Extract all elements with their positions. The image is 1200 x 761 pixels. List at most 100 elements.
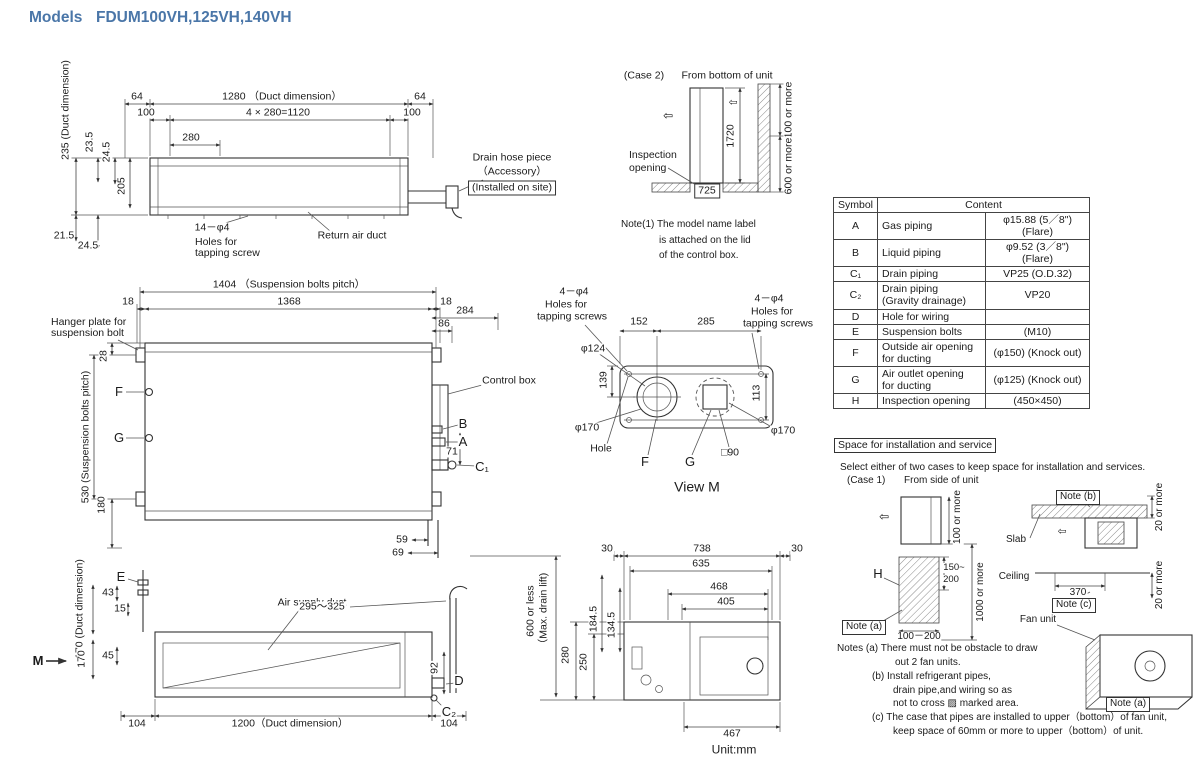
fv-dim-71: 71 [445,445,459,458]
row-d-symbol: D [832,308,879,325]
bv-dim-30-right: 30 [790,542,804,555]
front-view [89,287,499,558]
table-header-row: Symbol Content [832,196,1091,214]
sv-dim-92: 92 [428,661,441,675]
row-e-symbol: E [832,323,879,340]
service-notes-line7: keep space of 60mm or more to upper（bott… [892,726,1145,738]
fv-symbol-g: G [112,430,126,446]
service-dim-1000-or-more: 1000 or more [974,561,987,623]
service-note-a2-tag: Note (a) [1106,697,1151,712]
vm-dim-phi170-right: φ170 [769,424,797,437]
vm-dim-285: 285 [696,315,716,328]
fv-symbol-f: F [114,384,124,400]
service-dim-100-200: 100－200 [896,630,942,643]
case2-dim-600-or-more: 600 or more [782,136,795,196]
page-title-model-numbers: FDUM100VH,125VH,140VH [96,9,292,26]
sv-dim-104-left: 104 [127,717,147,730]
tv-holes-line2: Holes for [194,236,239,249]
row-c1-value: VP25 (O.D.32) [985,266,1091,283]
fv-dim-59: 59 [395,533,409,546]
side-view [46,555,624,721]
vm-holes-right-line3: tapping screws [741,317,815,330]
row-h-desc: Inspection opening [877,392,987,409]
service-notes-line5: not to cross ▨ marked area. [892,698,1020,710]
row-c1-symbol: C₁ [832,266,879,283]
vm-holes-left-dim: 4－φ4 [558,285,590,298]
fv-dim-1368: 1368 [276,295,302,308]
vm-dim-phi124: φ124 [579,342,607,355]
vm-hole-label: Hole [589,442,613,455]
service-notes-line6: (c) The case that pipes are installed to… [871,712,1168,724]
top-view [71,99,484,250]
service-dim-20-or-more-bottom: 20 or more [1153,559,1166,611]
service-section-title: Space for installation and service [834,438,997,454]
case2-view [651,83,785,193]
sv-dim-170-duct: 170 (Duct dimension) [73,558,86,660]
fv-dim-86: 86 [437,317,451,330]
bv-dim-467: 467 [722,727,742,740]
service-slab-label: Slab [1004,533,1028,546]
sv-symbol-e: E [115,569,127,585]
service-notes-line4: drain pipe,and wiring so as [892,685,1013,697]
row-f-symbol: F [832,338,879,367]
row-c2-value: VP20 [985,281,1091,310]
tv-dim-24-5-a: 24.5 [100,140,113,164]
row-h-value: (450×450) [985,392,1091,409]
tv-dim-64-left: 64 [130,90,144,103]
service-note-c-tag: Note (c) [1052,598,1096,613]
md-dim-250: 250 [577,652,590,672]
bv-dim-30-left: 30 [600,542,614,555]
vm-title: View M [673,478,721,495]
bv-dim-405: 405 [716,595,736,608]
note1-line1: Note(1) The model name label [620,219,757,231]
service-dim-150: 150~ [942,562,966,574]
row-g-symbol: G [832,365,879,394]
fv-symbol-a: A [457,434,469,450]
vm-dim-phi170-left: φ170 [573,421,601,434]
fv-dim-18-right: 18 [439,295,453,308]
view-m [584,324,774,456]
row-c1-desc: Drain piping [877,266,987,283]
tv-holes-14-phi4: 14－φ4 [193,221,231,234]
row-f-value: (φ150) (Knock out) [985,338,1091,367]
bv-dim-184-5: 184.5 [587,604,600,634]
md-dim-280: 280 [559,645,572,665]
service-dim-200: 200 [942,574,960,586]
row-b-desc: Liquid piping [877,239,987,268]
sv-symbol-c2: C₂ [440,704,458,720]
sv-dim-1200-duct: 1200（Duct dimension） [230,717,350,730]
service-notes-line2: out 2 fan units. [894,657,962,669]
service-case1-arrow-icon: ⇦ [877,509,891,524]
tv-dim-23-5: 23.5 [83,130,96,154]
tv-dim-24-5-b: 24.5 [76,239,100,252]
row-a-desc: Gas piping [877,212,987,241]
case2-title: (Case 2) [622,69,666,82]
tv-drain-hose-label: Drain hose piece [471,151,553,164]
bv-dim-738: 738 [692,542,712,555]
fv-dim-18-left: 18 [121,295,135,308]
sv-dim-15: 15 [113,602,127,615]
service-dim-100-or-more: 100 or more [951,489,964,545]
fv-dim-28: 28 [97,349,110,363]
page-title-models: Models [29,9,83,26]
service-dim-20-or-more-top: 20 or more [1153,481,1166,533]
tv-dim-1280-duct: 1280 （Duct dimension） [221,90,343,103]
tv-drain-accessory-label: （Accessory） [476,165,548,178]
row-d-desc: Hole for wiring [877,308,987,325]
service-symbol-h: H [872,566,884,582]
vm-symbol-g: G [683,454,697,470]
vm-dim-113: 113 [750,383,763,403]
bv-dim-134-5: 134.5 [605,610,618,640]
bv-dim-468: 468 [709,580,729,593]
tv-dim-100-left: 100 [136,106,156,119]
service-case1b [1029,495,1157,601]
case2-dim-100-or-more: 100 or more [782,80,795,140]
case2-inspection-label-line2: opening [628,162,668,175]
tv-dim-205: 205 [115,176,128,196]
service-dim-370: 370 [1068,586,1088,599]
